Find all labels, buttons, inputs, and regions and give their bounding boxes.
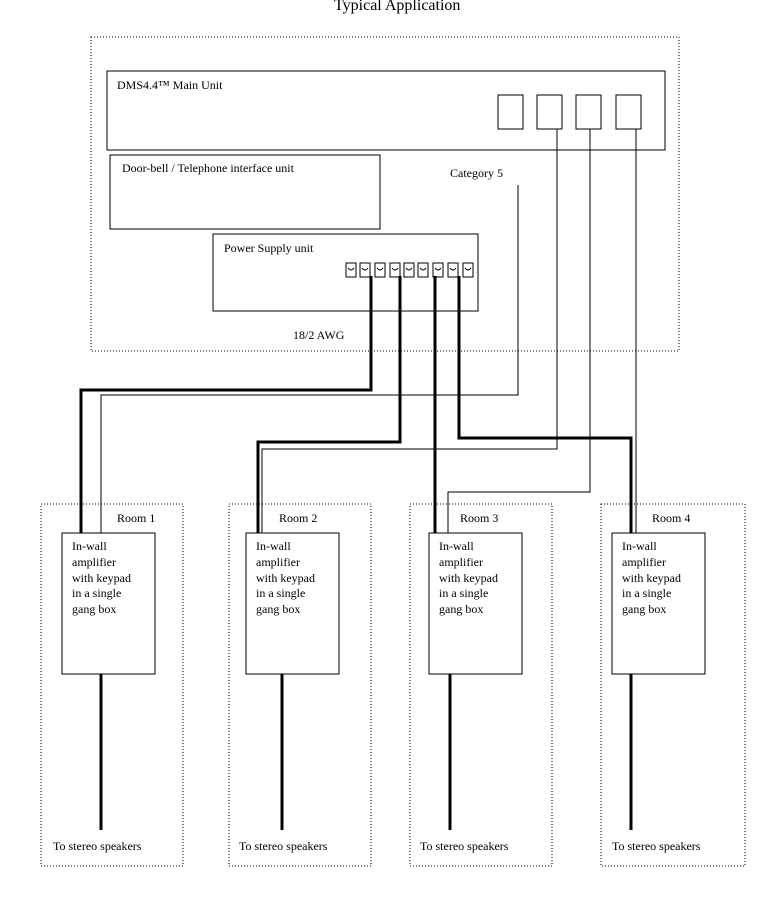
power-supply-label: Power Supply unit [224,241,314,255]
room-4-enclosure [600,503,746,867]
main-unit-port-4 [615,94,642,130]
amplifier-description: In-wall amplifier with keypad in a singl… [72,539,131,617]
room-name: Room 2 [279,511,318,525]
cat5-cable-room-3 [447,129,591,533]
room-2-amplifier-box [245,532,340,675]
main-unit-label: DMS4.4™ Main Unit [117,78,223,92]
power-cable-room-2 [256,276,402,533]
power-cable-room-1 [79,276,373,533]
terminal-screw-5 [405,267,413,271]
terminal-screw-7 [434,267,442,271]
doorbell-interface-box [109,154,381,230]
terminal-screw-4 [391,267,399,271]
cat5-cable-room-2 [261,129,558,533]
speaker-label: To stereo speakers [239,839,328,853]
amplifier-description: In-wall amplifier with keypad in a singl… [439,539,498,617]
power-cable-room-4 [457,276,633,533]
speaker-label: To stereo speakers [53,839,142,853]
category5-label: Category 5 [450,166,503,180]
terminal-screw-8 [449,267,457,271]
terminal-screw-3 [376,267,384,271]
power-supply-terminals [345,262,474,278]
room-1-amplifier-box [61,532,156,675]
main-unit-port-1 [497,94,524,130]
room-3-amplifier-box [428,532,523,675]
main-unit-port-2 [536,94,563,130]
page-title: Typical Application [334,0,461,14]
speaker-label: To stereo speakers [612,839,701,853]
terminal-screw-2 [361,267,369,271]
terminal-screw-9 [464,267,472,271]
equipment-enclosure [90,36,680,352]
doorbell-interface-label: Door-bell / Telephone interface unit [122,161,294,175]
room-name: Room 4 [652,511,691,525]
terminal-screw-1 [347,267,355,271]
main-unit-box [106,70,666,151]
amplifier-description: In-wall amplifier with keypad in a singl… [256,539,315,617]
terminal-screw-6 [419,267,427,271]
main-unit-port-3 [575,94,602,130]
room-name: Room 3 [460,511,499,525]
room-4-amplifier-box [611,532,706,675]
awg-label: 18/2 AWG [293,328,345,342]
cat5-cable-room-1 [100,185,519,533]
speaker-label: To stereo speakers [420,839,509,853]
amplifier-description: In-wall amplifier with keypad in a singl… [622,539,681,617]
room-name: Room 1 [117,511,156,525]
